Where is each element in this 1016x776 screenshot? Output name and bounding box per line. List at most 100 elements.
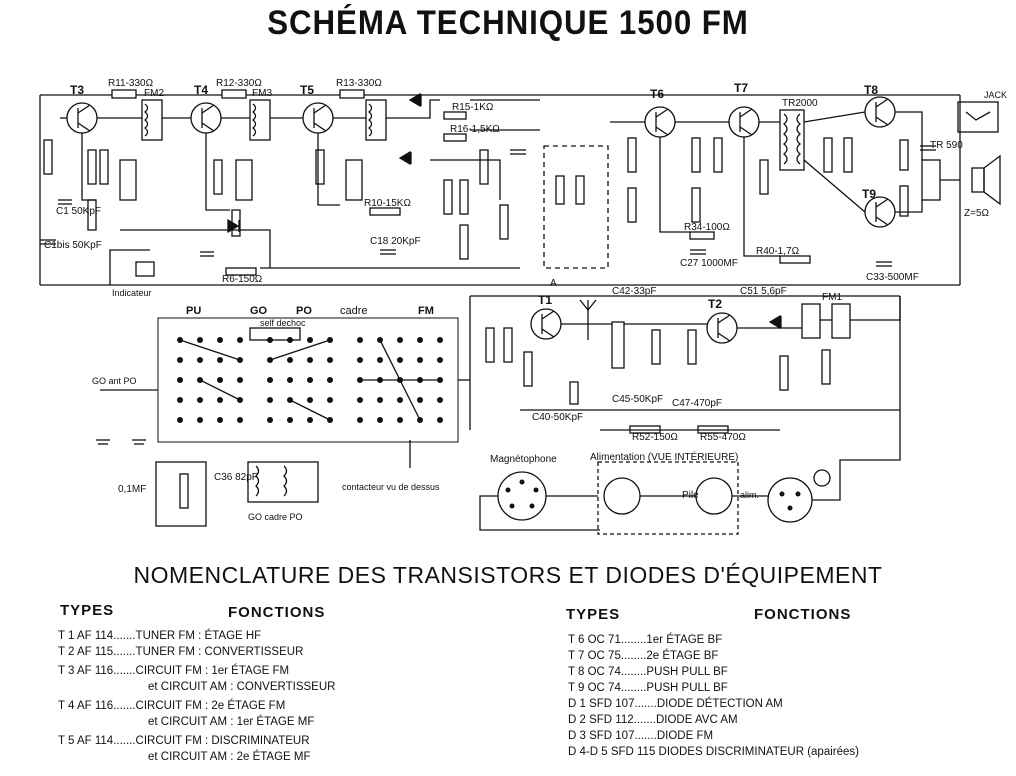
label-r55: R55-470Ω — [700, 432, 746, 443]
label-c47: C47-470pF — [672, 398, 722, 409]
label-c27: C27 1000MF — [680, 258, 738, 269]
label-r34: R34-100Ω — [684, 222, 730, 233]
label-po: PO — [296, 305, 312, 317]
label-r16: R16-1,5KΩ — [450, 124, 500, 135]
entry-line: T 7 OC 75........2e ÉTAGE BF — [568, 650, 719, 662]
nomenclature-title: NOMENCLATURE DES TRANSISTORS ET DIODES D… — [133, 562, 883, 588]
label-self-dechoc: self dechoc — [260, 318, 306, 328]
list-item: T 9 OC 74........PUSH PULL BF — [568, 680, 859, 696]
list-item: T 5 AF 114.......CIRCUIT FM : DISCRIMINA… — [58, 733, 335, 765]
transistor-t4 — [190, 102, 222, 134]
label-magnetophone: Magnétophone — [490, 454, 557, 465]
entry-continuation: et CIRCUIT AM : CONVERTISSEUR — [148, 681, 336, 693]
label-r15: R15-1KΩ — [452, 102, 494, 113]
label-r10: R10-15KΩ — [364, 198, 411, 209]
label-go-cadre-po: GO cadre PO — [248, 512, 303, 522]
transistor-t6 — [644, 106, 676, 138]
label-go-ant-po: GO ant PO — [92, 376, 137, 386]
entry-line: D 4-D 5 SFD 115 DIODES DISCRIMINATEUR (a… — [568, 746, 859, 758]
label-c1bis: C1bis 50KpF — [44, 240, 102, 251]
transistor-t8 — [864, 96, 896, 128]
label-contacteur: contacteur vu de dessus — [342, 482, 440, 492]
left-nomenclature-list: T 1 AF 114.......TUNER FM : ÉTAGE HF T 2… — [58, 628, 335, 765]
entry-line: D 3 SFD 107.......DIODE FM — [568, 730, 714, 742]
list-item: T 1 AF 114.......TUNER FM : ÉTAGE HF — [58, 628, 335, 644]
entry-line: D 2 SFD 112.......DIODE AVC AM — [568, 714, 738, 726]
label-cadre: cadre — [340, 305, 368, 317]
label-t7: T7 — [734, 81, 748, 95]
label-c18: C18 20KpF — [370, 236, 421, 247]
list-item: T 4 AF 116.......CIRCUIT FM : 2e ÉTAGE F… — [58, 698, 335, 730]
connectors — [479, 296, 901, 535]
list-item: D 1 SFD 107.......DIODE DÉTECTION AM — [568, 696, 859, 712]
label-c33: C33-500MF — [866, 272, 919, 283]
list-item: T 6 OC 71........1er ÉTAGE BF — [568, 632, 859, 648]
list-item: D 4-D 5 SFD 115 DIODES DISCRIMINATEUR (a… — [568, 744, 859, 760]
circuit-schematic: T3 T4 T5 T6 T7 T8 T9 T1 T2 R11-330Ω R12-… — [39, 78, 1007, 535]
label-fm1: FM1 — [822, 292, 842, 303]
entry-line: T 8 OC 74........PUSH PULL BF — [568, 666, 728, 678]
fm-tuner — [469, 295, 901, 434]
list-item: D 2 SFD 112.......DIODE AVC AM — [568, 712, 859, 728]
label-tr590: TR 590 — [930, 140, 963, 151]
label-alim: alim. — [740, 490, 759, 500]
label-t5: T5 — [300, 83, 314, 97]
entry-line: T 3 AF 116.......CIRCUIT FM : 1er ÉTAGE … — [58, 665, 290, 677]
list-item: T 8 OC 74........PUSH PULL BF — [568, 664, 859, 680]
label-t1: T1 — [538, 293, 552, 307]
label-r13: R13-330Ω — [336, 78, 382, 89]
entry-continuation: et CIRCUIT AM : 1er ÉTAGE MF — [148, 716, 315, 728]
fonctions-header-left: FONCTIONS — [228, 604, 326, 621]
label-jack: JACK — [984, 90, 1007, 100]
label-c42: C42-33pF — [612, 286, 656, 297]
label-t2: T2 — [708, 297, 722, 311]
transistor-t7 — [728, 106, 760, 138]
transistor-t2 — [706, 312, 738, 344]
label-c40: C40-50KpF — [532, 412, 583, 423]
label-impedance: Z=5Ω — [964, 208, 990, 219]
list-item: T 3 AF 116.......CIRCUIT FM : 1er ÉTAGE … — [58, 663, 335, 695]
label-fm: FM — [418, 305, 434, 317]
label-t6: T6 — [650, 87, 664, 101]
types-header-left: TYPES — [60, 602, 115, 619]
schematic-title: SCHÉMA TECHNIQUE 1500 FM — [267, 4, 749, 42]
label-t9: T9 — [862, 187, 876, 201]
entry-line: T 1 AF 114.......TUNER FM : ÉTAGE HF — [58, 630, 262, 642]
if-section — [40, 89, 540, 285]
label-r40: R40-1,7Ω — [756, 246, 800, 257]
label-t3: T3 — [70, 83, 84, 97]
label-r11: R11-330Ω — [108, 78, 154, 89]
label-indicator: Indicateur — [112, 288, 152, 298]
label-r12: R12-330Ω — [216, 78, 262, 89]
entry-line: T 2 AF 115.......TUNER FM : CONVERTISSEU… — [58, 646, 304, 658]
entry-line: T 5 AF 114.......CIRCUIT FM : DISCRIMINA… — [58, 735, 310, 747]
entry-line: T 6 OC 71........1er ÉTAGE BF — [568, 634, 723, 646]
label-t4: T4 — [194, 83, 208, 97]
label-pu: PU — [186, 305, 201, 317]
band-switch — [96, 317, 470, 527]
transistor-t5 — [302, 102, 334, 134]
list-item: T 2 AF 115.......TUNER FM : CONVERTISSEU… — [58, 644, 335, 660]
label-t8: T8 — [864, 83, 878, 97]
transistor-t9 — [864, 196, 896, 228]
label-c45: C45-50KpF — [612, 394, 663, 405]
audio-section — [610, 96, 1001, 267]
label-alimentation: Alimentation (VUE INTÉRIEURE) — [590, 450, 738, 463]
types-header-right: TYPES — [566, 606, 621, 623]
label-c11: 0,1MF — [118, 484, 146, 495]
label-pile: Pile — [682, 490, 699, 501]
label-r6: R6-150Ω — [222, 274, 263, 285]
label-fm3: FM3 — [252, 88, 272, 99]
list-item: T 7 OC 75........2e ÉTAGE BF — [568, 648, 859, 664]
entry-line: T 4 AF 116.......CIRCUIT FM : 2e ÉTAGE F… — [58, 700, 286, 712]
entry-line: T 9 OC 74........PUSH PULL BF — [568, 682, 728, 694]
list-item: D 3 SFD 107.......DIODE FM — [568, 728, 859, 744]
label-fm2: FM2 — [144, 88, 164, 99]
label-c51: C51 5,6pF — [740, 286, 787, 297]
right-nomenclature-list: T 6 OC 71........1er ÉTAGE BF T 7 OC 75.… — [568, 632, 859, 760]
label-tr2000: TR2000 — [782, 98, 818, 109]
fonctions-header-right: FONCTIONS — [754, 606, 852, 623]
label-r52: R52-150Ω — [632, 432, 678, 443]
transistor-t3 — [66, 102, 98, 134]
label-c36: C36 82pF — [214, 472, 258, 483]
